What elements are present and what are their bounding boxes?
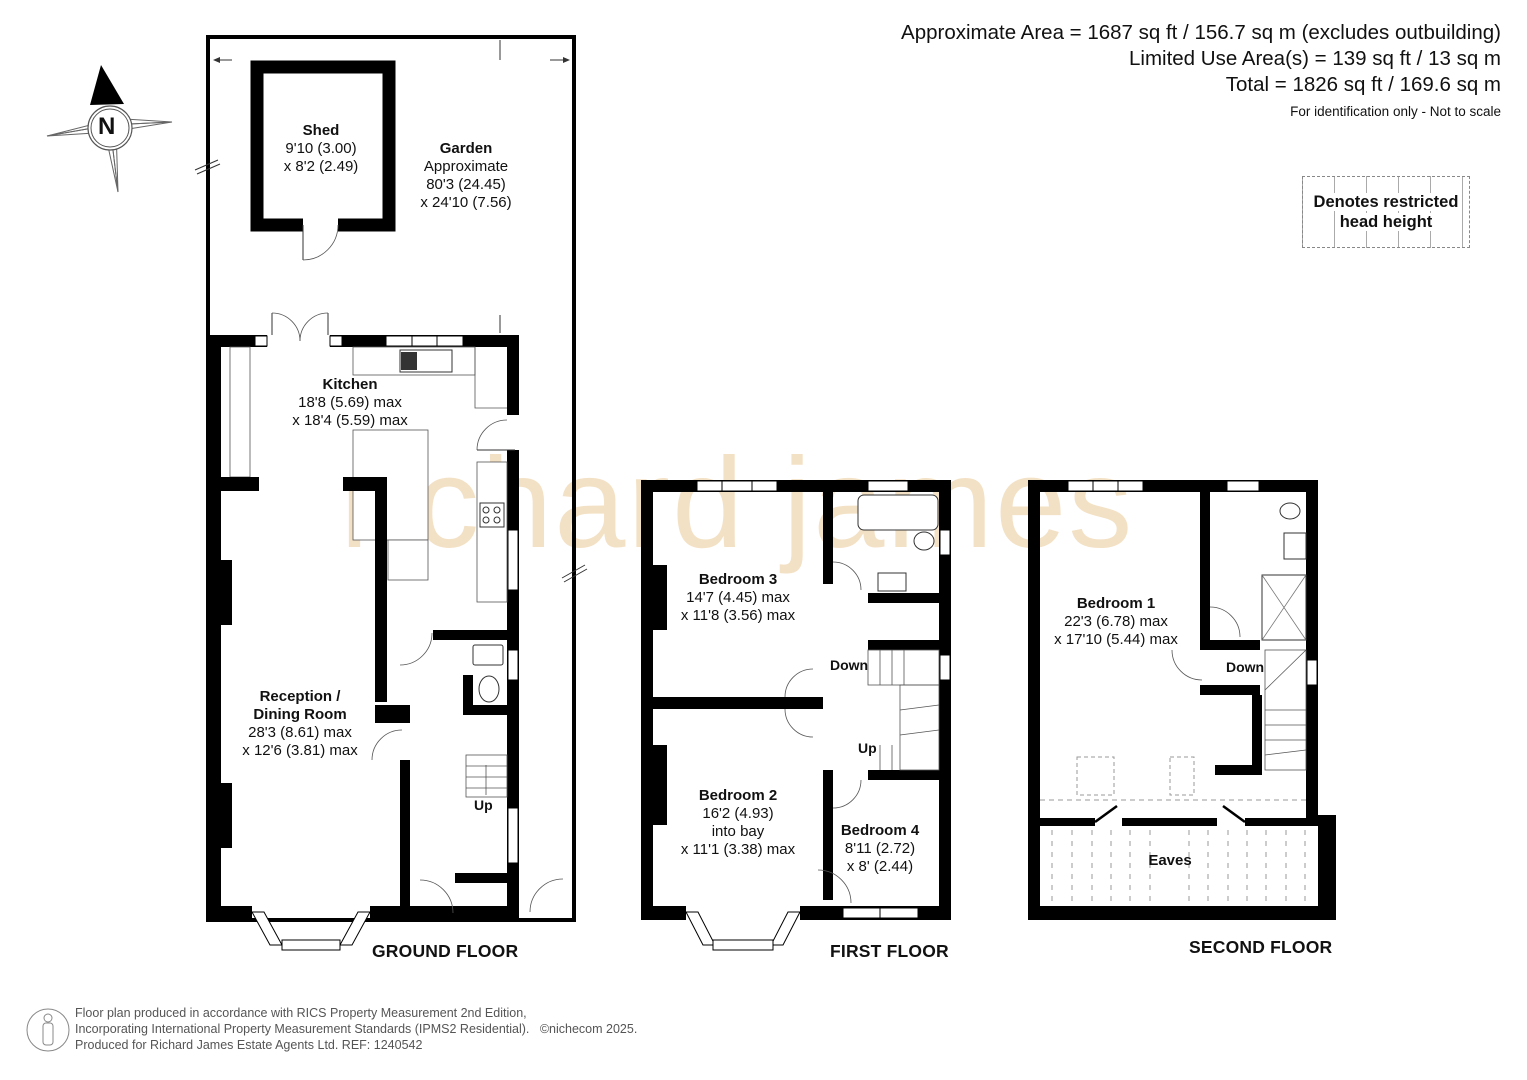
person-icon xyxy=(26,1008,70,1052)
legend-line-1: Denotes restricted xyxy=(1311,193,1461,211)
room-label-shed: Shed 9'10 (3.00) x 8'2 (2.49) xyxy=(283,122,359,175)
room-label-bedroom-2: Bedroom 2 16'2 (4.93) into bay x 11'1 (3… xyxy=(680,787,796,858)
room-label-kitchen: Kitchen 18'8 (5.69) max x 18'4 (5.59) ma… xyxy=(292,376,408,429)
legend-line-2: head height xyxy=(1337,213,1435,231)
room-label-reception: Reception / Dining Room 28'3 (8.61) max … xyxy=(242,688,358,759)
room-label-eaves: Eaves xyxy=(1148,852,1192,869)
total-area: Total = 1826 sq ft / 169.6 sq m xyxy=(1225,73,1501,96)
footer-line-3: Produced for Richard James Estate Agents… xyxy=(75,1038,423,1052)
floor-title-ground: GROUND FLOOR xyxy=(372,941,519,961)
room-label-garden: Garden Approximate 80'3 (24.45) x 24'10 … xyxy=(420,140,512,211)
stairs-up-label-ground: Up xyxy=(474,797,493,813)
stairs-down-label-first: Down xyxy=(830,657,869,673)
compass-icon xyxy=(46,65,173,193)
room-label-bedroom-3: Bedroom 3 14'7 (4.45) max x 11'8 (3.56) … xyxy=(680,571,796,624)
floor-title-second: SECOND FLOOR xyxy=(1189,937,1333,957)
ground-floor-plan xyxy=(194,35,588,951)
scale-note: For identification only - Not to scale xyxy=(1290,104,1501,119)
area-summary: Approximate Area = 1687 sq ft / 156.7 sq… xyxy=(901,20,1501,119)
first-floor-plan xyxy=(641,480,951,951)
approximate-area: Approximate Area = 1687 sq ft / 156.7 sq… xyxy=(901,21,1501,44)
footer-line-1: Floor plan produced in accordance with R… xyxy=(75,1006,527,1020)
footer-copyright: ©nichecom 2025. xyxy=(539,1022,638,1036)
stairs-down-label-second: Down xyxy=(1226,659,1265,675)
stairs-up-label-first: Up xyxy=(858,740,877,756)
floor-title-first: FIRST FLOOR xyxy=(830,941,949,961)
room-label-bedroom-1: Bedroom 1 22'3 (6.78) max x 17'10 (5.44)… xyxy=(1054,595,1178,648)
restricted-height-legend: Denotes restricted head height xyxy=(1302,176,1470,248)
second-floor-plan xyxy=(1028,480,1336,920)
footer-credits: Floor plan produced in accordance with R… xyxy=(75,1005,637,1053)
compass-north-label: N xyxy=(98,113,116,140)
room-label-bedroom-4: Bedroom 4 8'11 (2.72) x 8' (2.44) xyxy=(840,822,920,875)
footer-line-2: Incorporating International Property Mea… xyxy=(75,1022,530,1036)
limited-use-area: Limited Use Area(s) = 139 sq ft / 13 sq … xyxy=(1128,47,1501,70)
